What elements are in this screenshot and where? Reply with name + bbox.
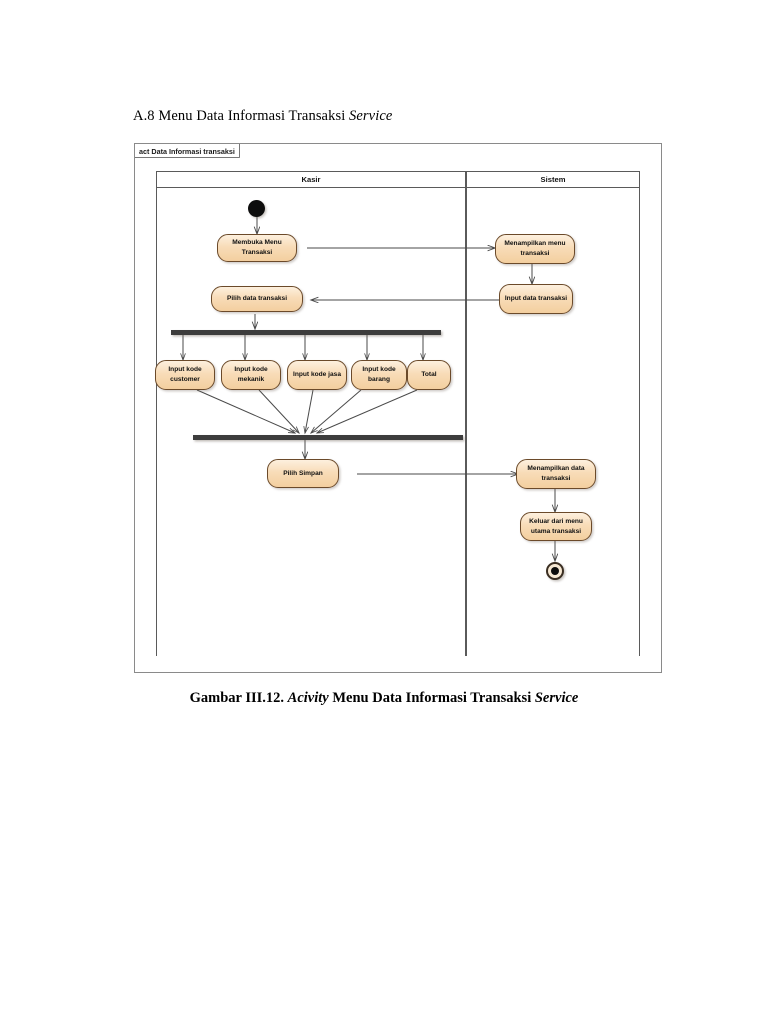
action-node-input-kode-customer[interactable]: Input kode customer	[155, 360, 215, 390]
swimlane-header-sistem: Sistem	[466, 171, 640, 188]
action-node-input-data-transaksi[interactable]: Input data transaksi	[499, 284, 573, 314]
action-node-input-kode-barang[interactable]: Input kode barang	[351, 360, 407, 390]
activity-diagram-frame: act Data Informasi transaksi Kasir Siste…	[134, 143, 662, 673]
action-node-menampilkan-data-transaksi[interactable]: Menampilkan data transaksi	[516, 459, 596, 489]
figure-caption-italic-acivity: Acivity	[287, 690, 329, 706]
action-node-menampilkan-menu-transaksi[interactable]: Menampilkan menu transaksi	[495, 234, 575, 264]
figure-caption-middle: Menu Data Informasi Transaksi	[328, 690, 535, 706]
figure-caption: Gambar III.12. Acivity Menu Data Informa…	[0, 690, 768, 707]
figure-caption-italic-service: Service	[534, 690, 579, 706]
initial-node	[248, 200, 265, 217]
action-node-membuka-menu-transaksi[interactable]: Membuka Menu Transaksi	[217, 234, 297, 262]
final-node-inner-dot	[551, 567, 559, 575]
section-heading-text: A.8 Menu Data Informasi Transaksi	[133, 108, 350, 124]
action-node-pilih-data-transaksi[interactable]: Pilih data transaksi	[211, 286, 303, 312]
swimlane-label-sistem: Sistem	[540, 175, 566, 184]
swimlane-body-sistem	[466, 188, 640, 656]
action-node-total[interactable]: Total	[407, 360, 451, 390]
join-bar	[193, 435, 463, 440]
swimlane-table: Kasir Sistem	[156, 171, 640, 656]
swimlane-label-kasir: Kasir	[301, 175, 321, 184]
swimlane-body-kasir	[156, 188, 466, 656]
fork-bar	[171, 330, 441, 335]
section-heading: A.8 Menu Data Informasi Transaksi Servic…	[133, 108, 392, 125]
final-node	[546, 562, 564, 580]
diagram-frame-label: act Data Informasi transaksi	[135, 144, 248, 159]
action-node-input-kode-jasa[interactable]: Input kode jasa	[287, 360, 347, 390]
swimlane-header-kasir: Kasir	[156, 171, 466, 188]
section-heading-italic: Service	[349, 108, 393, 124]
action-node-keluar-dari-menu-utama-transaksi[interactable]: Keluar dari menu utama transaksi	[520, 512, 592, 541]
action-node-pilih-simpan[interactable]: Pilih Simpan	[267, 459, 339, 488]
action-node-input-kode-mekanik[interactable]: Input kode mekanik	[221, 360, 281, 390]
figure-caption-prefix: Gambar III.12.	[189, 690, 288, 706]
